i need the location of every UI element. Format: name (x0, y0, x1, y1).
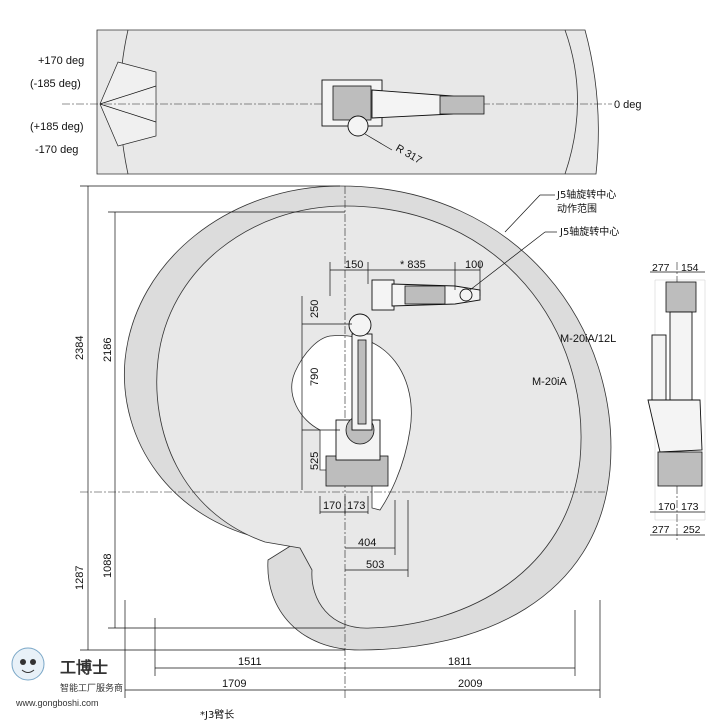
watermark-url: www.gongboshi.com (15, 698, 99, 708)
front-dim-top-154: 154 (681, 262, 699, 274)
watermark-tagline: 智能工厂服务商 (60, 682, 123, 694)
dim-404: 404 (358, 537, 376, 549)
top-view: R 317 +170 deg (-185 deg) (+185 deg) -17… (30, 29, 642, 175)
dim-250: 250 (309, 300, 321, 318)
dim-1088: 1088 (102, 554, 114, 578)
dim-1511: 1511 (238, 656, 262, 668)
angle-label-plus185: (+185 deg) (30, 121, 84, 133)
model-label-standard: M-20iA (532, 376, 568, 388)
dim-790: 790 (309, 368, 321, 386)
dim-1811: 1811 (448, 656, 472, 668)
angle-label-plus170: +170 deg (38, 55, 84, 67)
dim-2009: 2009 (458, 678, 482, 690)
dim-2186: 2186 (102, 338, 114, 362)
dim-150: 150 (345, 259, 363, 271)
angle-label-minus170: -170 deg (35, 144, 78, 156)
callout-j5-center: J5轴旋转中心 (559, 225, 619, 238)
dim-835: * 835 (400, 259, 426, 271)
model-label-long: M-20iA/12L (560, 333, 616, 345)
zero-deg-label: 0 deg (614, 99, 642, 111)
front-dim-top-277: 277 (652, 262, 670, 274)
top-view-robot (321, 79, 485, 137)
dim-1287: 1287 (74, 566, 86, 590)
side-dimensions (80, 185, 601, 698)
front-dim-bottom-252: 252 (683, 524, 701, 536)
dim-100: 100 (465, 259, 483, 271)
front-view: 277 154 170 173 277 252 (647, 262, 706, 540)
watermark-brand: 工博士 (60, 658, 108, 677)
front-dim-base-170: 170 (658, 501, 676, 513)
footnote-j3: *J3臂长 (200, 708, 234, 721)
dim-503: 503 (366, 559, 384, 571)
dim-base-170: 170 (323, 500, 341, 512)
callout-j5-range-line1: J5轴旋转中心 (556, 188, 616, 201)
dim-1709: 1709 (222, 678, 246, 690)
dim-525: 525 (309, 452, 321, 470)
side-view: 150 * 835 100 250 790 525 170 173 404 50… (74, 185, 619, 721)
callout-j5-range-line2: 动作范围 (557, 202, 597, 215)
angle-label-minus185: (-185 deg) (30, 78, 81, 90)
watermark-logo: 工博士 智能工厂服务商 www.gongboshi.com (11, 647, 123, 708)
dim-base-173: 173 (347, 500, 365, 512)
front-dim-base-173: 173 (681, 501, 699, 513)
dim-2384: 2384 (74, 336, 86, 360)
front-dim-bottom-277: 277 (652, 524, 670, 536)
side-view-robot (325, 279, 481, 487)
